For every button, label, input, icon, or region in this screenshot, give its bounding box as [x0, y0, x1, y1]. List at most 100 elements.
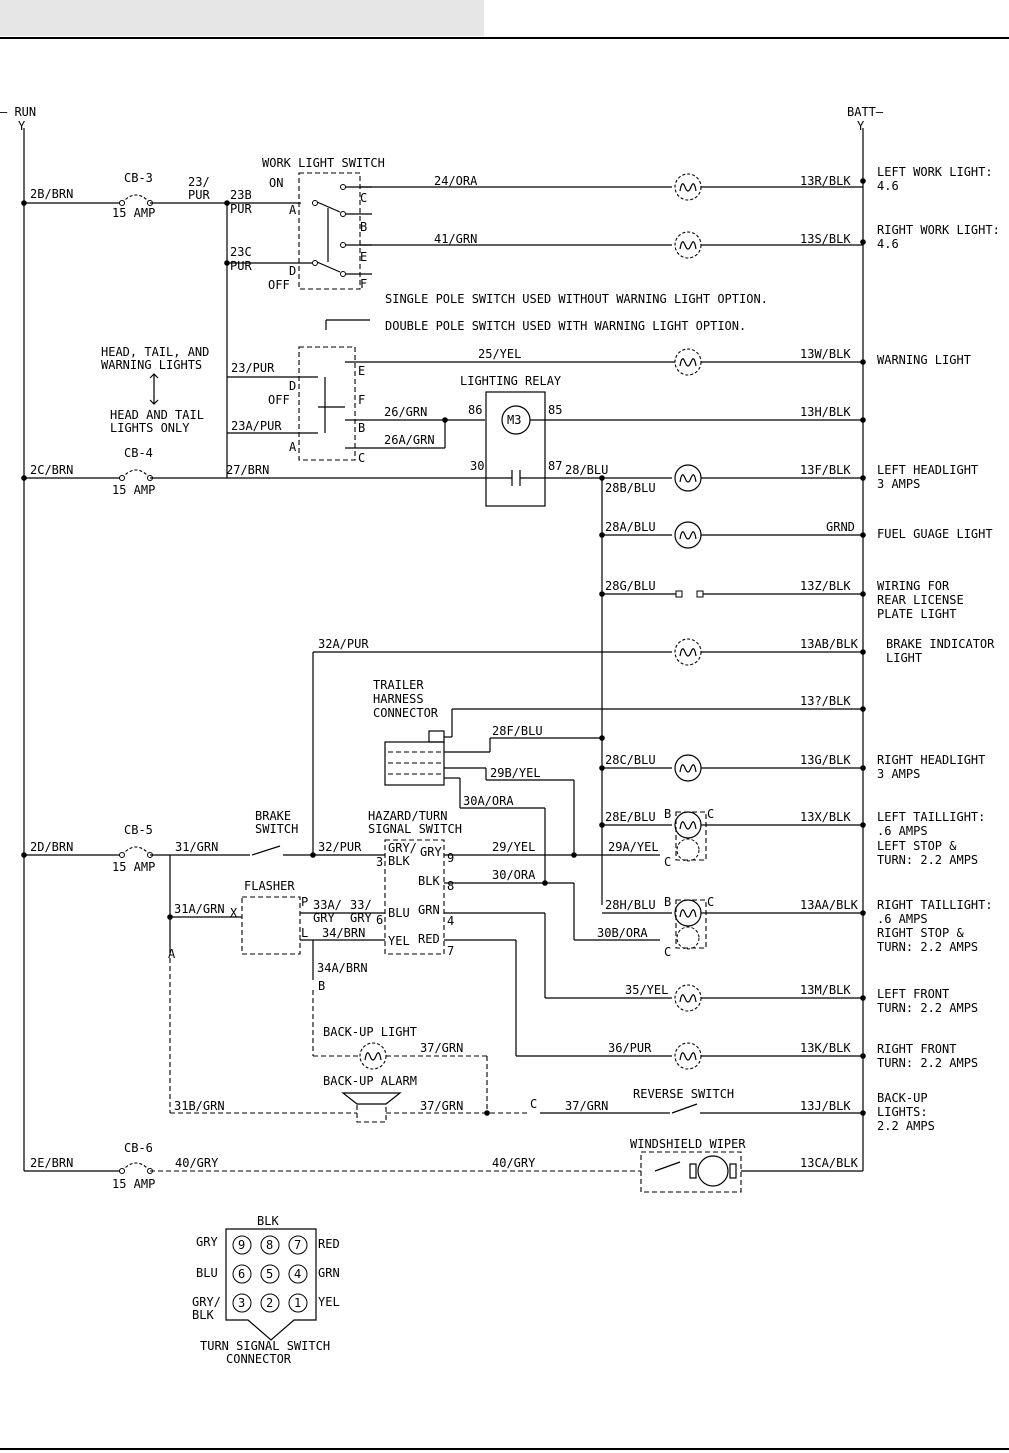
wire-26: 26/GRN — [384, 405, 427, 419]
hz-pin4: 4 — [447, 914, 454, 928]
left-work-light-bulb-icon — [674, 173, 702, 201]
wire-37b: 37/GRN — [420, 1099, 463, 1113]
pin-f2: F — [358, 393, 365, 407]
right-tail-4: TURN: 2.2 AMPS — [877, 940, 978, 954]
trailer-label-3: CONNECTOR — [373, 706, 439, 720]
left-headlight-bulb-icon — [674, 464, 702, 492]
hz-pin3: 3 — [376, 855, 383, 869]
pin-9-label: 9 — [238, 1238, 245, 1252]
trailer-harness: TRAILER HARNESS CONNECTOR 13?/BLK 28F/BL… — [373, 678, 863, 883]
pin-5-label: 5 — [266, 1267, 273, 1281]
wire-31b: 31B/GRN — [174, 1099, 225, 1113]
wire-grnd: GRND — [826, 520, 855, 534]
hz-pin8: 8 — [447, 879, 454, 893]
pin-c4: C — [664, 855, 671, 869]
right-tail-3: RIGHT STOP & — [877, 926, 964, 940]
pin-2-label: 2 — [266, 1296, 273, 1310]
wire-13f: 13F/BLK — [800, 463, 851, 477]
headlight-switch-circuit: HEAD, TAIL, AND WARNING LIGHTS HEAD AND … — [101, 345, 863, 507]
right-headlight-circuit: 28C/BLU 13G/BLK — [602, 753, 863, 782]
work-switch-label: WORK LIGHT SWITCH — [262, 156, 385, 170]
cb5-label: CB-5 — [124, 823, 153, 837]
pin-a2: A — [289, 440, 297, 454]
wire-28g: 28G/BLU — [605, 579, 656, 593]
pin-b3: B — [664, 807, 671, 821]
wire-23b-pur: PUR — [230, 202, 252, 216]
right-work-light-bulb-icon — [674, 231, 702, 259]
head-tail-warn-1: HEAD, TAIL, AND — [101, 345, 209, 359]
wire-30: 30/ORA — [492, 868, 536, 882]
warning-light: WARNING LIGHT — [877, 353, 971, 367]
pin-4-label: 4 — [294, 1267, 301, 1281]
wire-28: 28/BLU — [565, 463, 608, 477]
flasher-pin-p: P — [301, 895, 308, 909]
relay-contact-icon — [511, 470, 521, 486]
wire-26a: 26A/GRN — [384, 433, 435, 447]
left-tail-2: .6 AMPS — [877, 824, 928, 838]
conn-top-blk: BLK — [257, 1214, 279, 1228]
header-rule — [0, 37, 1009, 39]
hazard-label-2: SIGNAL SWITCH — [368, 822, 462, 836]
wire-13ca: 13CA/BLK — [800, 1156, 859, 1170]
pin-e2: E — [358, 364, 365, 378]
pin-3-label: 3 — [238, 1296, 245, 1310]
relay-87: 87 — [548, 459, 562, 473]
head-tail-only-2: LIGHTS ONLY — [110, 421, 190, 435]
note-arrow-icon — [325, 319, 370, 330]
hz-blu: BLU — [388, 906, 410, 920]
trailer-label-1: TRAILER — [373, 678, 424, 692]
pin-f: F — [360, 277, 367, 291]
work-light-circuit: 2B/BRN CB-3 15 AMP 23/ PUR 23B PUR 23C P… — [24, 156, 863, 478]
right-headlight-bulb-icon — [674, 754, 702, 782]
wire-37a: 37/GRN — [420, 1041, 463, 1055]
flasher — [241, 896, 301, 955]
wire-30a: 30A/ORA — [463, 794, 514, 808]
conn-right-grn: GRN — [318, 1266, 340, 1280]
connector-title-1: TURN SIGNAL SWITCH — [200, 1339, 330, 1353]
pin-c7: C — [530, 1097, 537, 1111]
trailer-label-2: HARNESS — [373, 692, 424, 706]
backup-1: BACK-UP — [877, 1091, 928, 1105]
head-tail-only-1: HEAD AND TAIL — [110, 408, 204, 422]
hz-pin7: 7 — [447, 944, 454, 958]
run-rail: — RUN Y — [0, 105, 36, 1171]
pin-c3: C — [707, 807, 714, 821]
cb4-label: CB-4 — [124, 446, 153, 460]
updown-arrow-icon — [149, 373, 159, 405]
wire-23: 23/ — [188, 175, 210, 189]
left-front-1: LEFT FRONT — [877, 987, 949, 1001]
relay-85: 85 — [548, 403, 562, 417]
backup-alarm-label: BACK-UP ALARM — [323, 1074, 417, 1088]
brake-switch-label-2: SWITCH — [255, 822, 298, 836]
wire-28b: 28B/BLU — [605, 481, 656, 495]
lighting-relay — [485, 391, 546, 507]
wire-28e: 28E/BLU — [605, 810, 656, 824]
pin-e: E — [360, 250, 367, 264]
wire-2c: 2C/BRN — [30, 463, 73, 477]
pin-c2: C — [358, 451, 365, 465]
batt-arrow-icon: Y — [857, 119, 865, 133]
wire-32a: 32A/PUR — [318, 637, 369, 651]
conn-left-gry: GRY — [196, 1235, 218, 1249]
pin-a: A — [289, 203, 297, 217]
wire-29a: 29A/YEL — [608, 840, 659, 854]
pin-a3: A — [168, 947, 176, 961]
conn-right-yel: YEL — [318, 1295, 340, 1309]
wire-30b: 30B/ORA — [597, 926, 648, 940]
relay-coil-label: M3 — [507, 413, 521, 427]
hazard-turn-switch — [384, 839, 445, 955]
left-tail-1: LEFT TAILLIGHT: — [877, 810, 985, 824]
wire-23-pur2: 23/PUR — [231, 361, 275, 375]
batt-label: BATT— — [847, 105, 884, 119]
wire-35: 35/YEL — [625, 983, 668, 997]
left-work-light-2: 4.6 — [877, 179, 899, 193]
fuel-gauge-bulb-icon — [674, 521, 702, 549]
pin-c6: C — [664, 945, 671, 959]
pin-b4: B — [664, 895, 671, 909]
hz-red: RED — [418, 932, 440, 946]
left-tail-3: LEFT STOP & — [877, 839, 957, 853]
license-2: REAR LICENSE — [877, 593, 964, 607]
wire-33a-gry: GRY — [313, 911, 335, 925]
connector-title-2: CONNECTOR — [226, 1352, 292, 1366]
